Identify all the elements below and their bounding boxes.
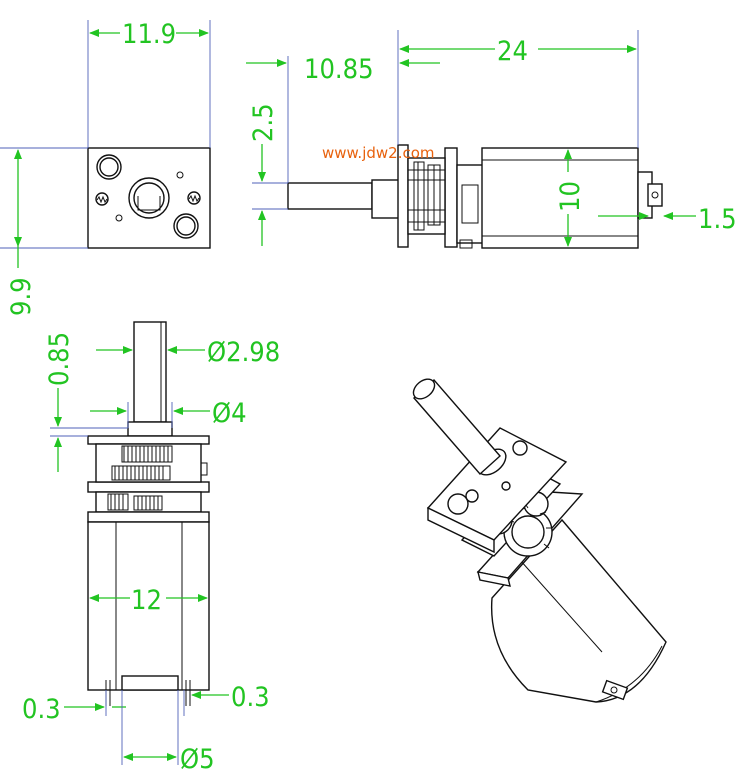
dim-motor-10: 10 [555,181,586,212]
dim-terminal-1-5: 1.5 [698,204,737,235]
dim-total-24: 24 [497,36,528,67]
dim-boss-dia-4: Ø4 [212,398,247,429]
side-view [287,144,663,249]
dim-offset-2-5: 2.5 [248,103,279,142]
dim-shaft-10-85: 10.85 [304,54,374,85]
dim-pin-dia-5: Ø5 [180,744,215,775]
dim-flat-0-85: 0.85 [44,332,75,386]
front-view [87,147,211,249]
dim-height-9-9: 9.9 [6,277,37,316]
watermark: www.jdw2.com [322,144,435,162]
dim-shaft-dia-2-98: Ø2.98 [207,337,280,368]
isometric-view [412,378,667,703]
dim-pin-0-3-left: 0.3 [22,694,61,725]
dim-width-11-9: 11.9 [122,19,176,50]
dim-motor-12: 12 [131,585,162,616]
dim-pin-0-3-right: 0.3 [231,682,270,713]
bottom-view [87,321,210,706]
